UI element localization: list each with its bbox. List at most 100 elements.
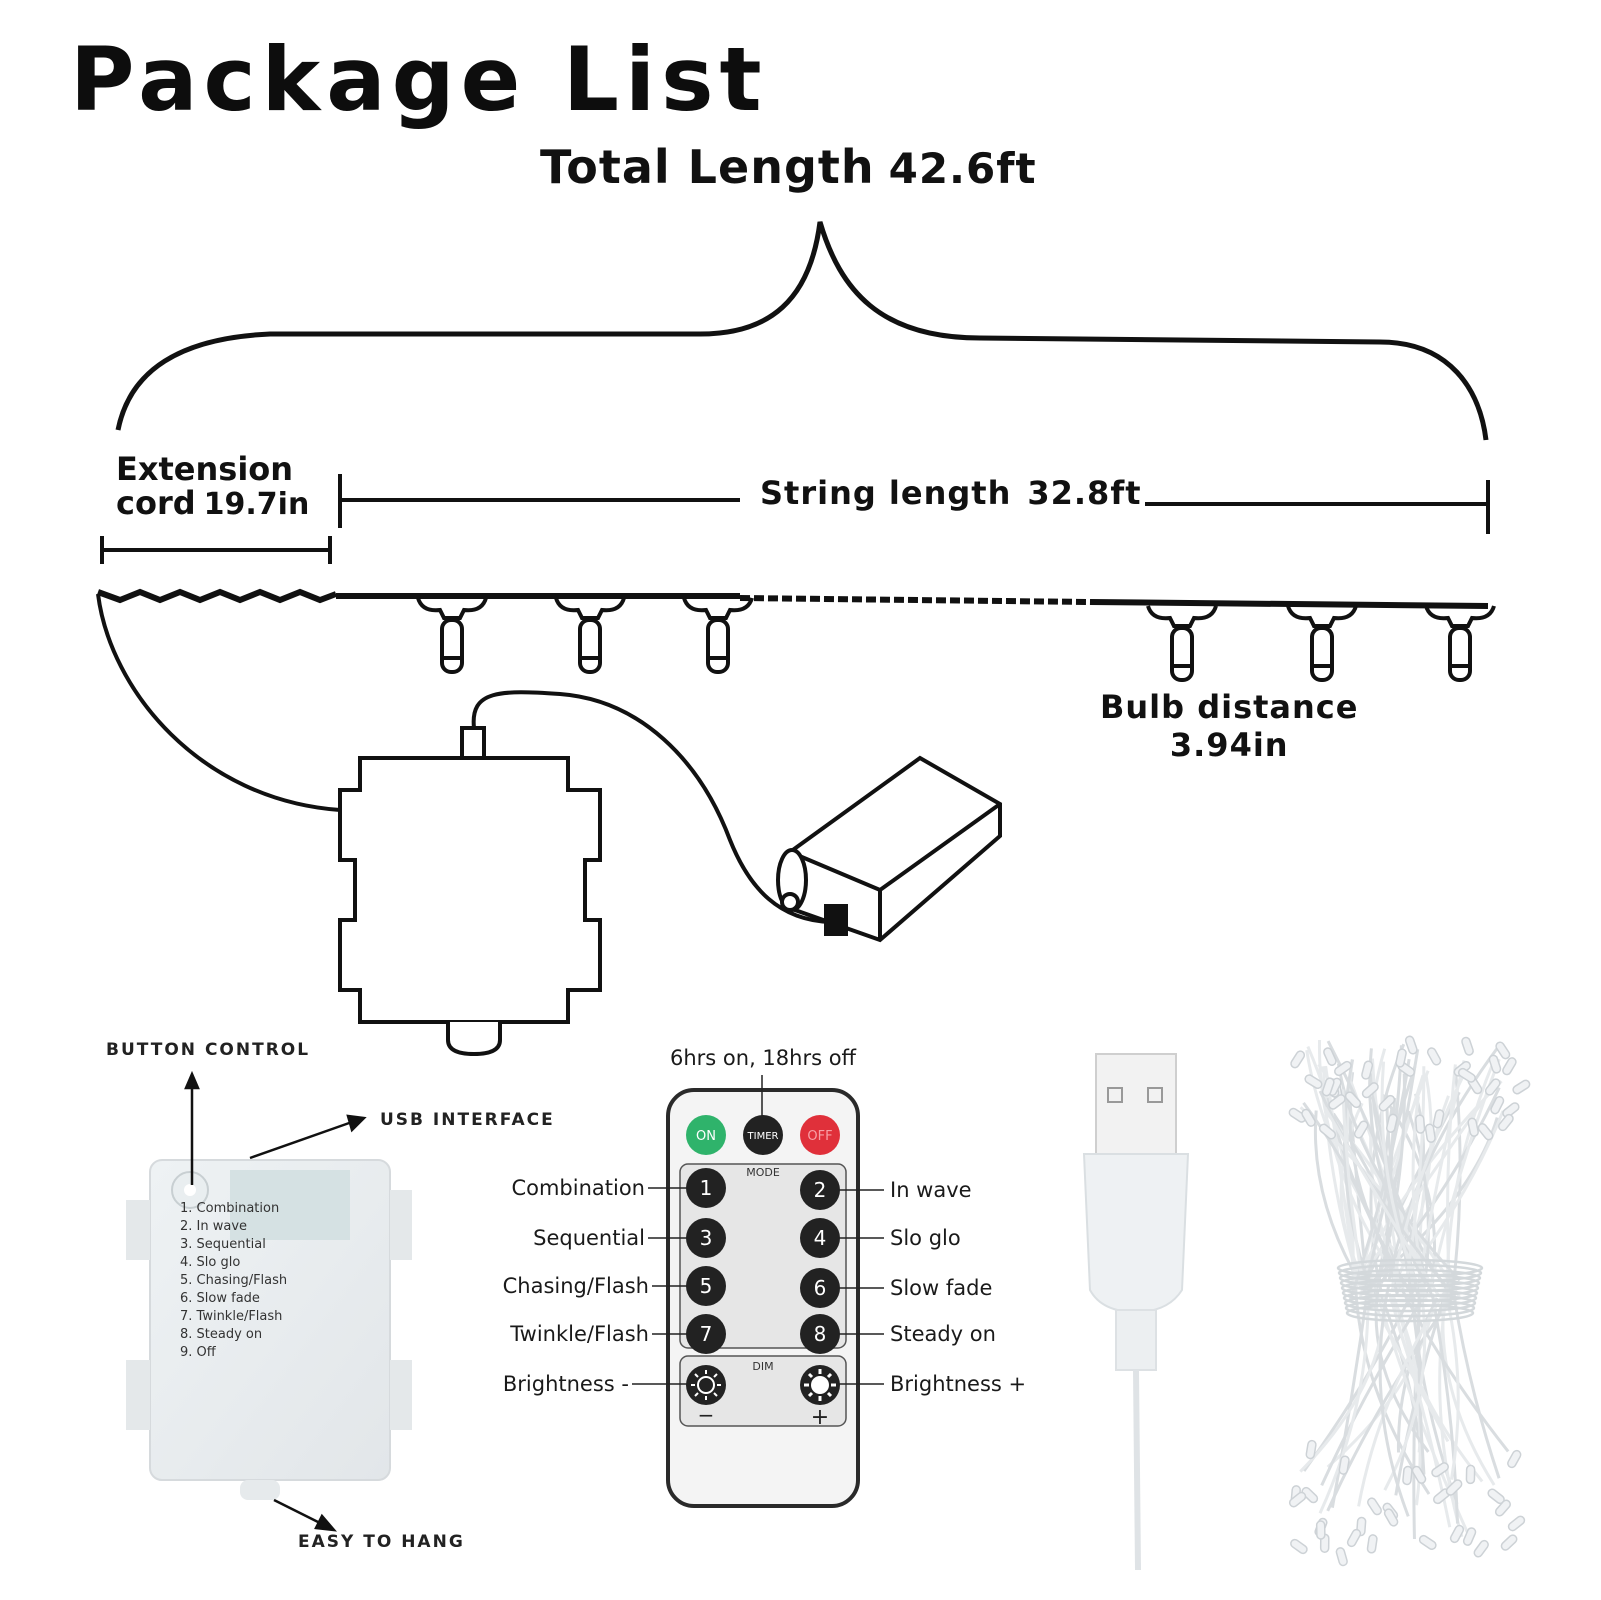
mode-item: 8. Steady on: [180, 1327, 263, 1342]
total-length-value: 42.6ft: [888, 144, 1037, 193]
remote-left-label: Chasing/Flash: [502, 1274, 649, 1298]
wrap-tie: [1344, 1298, 1476, 1318]
remote-key-4[interactable]: 4: [800, 1218, 840, 1258]
on-button[interactable]: [686, 1115, 726, 1155]
mini-bulb: [1500, 1534, 1518, 1551]
light-strand: [1375, 1048, 1420, 1290]
mini-bulb: [1385, 1113, 1398, 1133]
remote-key-3[interactable]: 3: [686, 1218, 726, 1258]
remote-key-2[interactable]: 2: [800, 1170, 840, 1210]
remote-key-6[interactable]: 6: [800, 1268, 840, 1308]
mini-bulb: [1462, 1527, 1477, 1546]
light-strand: [1391, 1066, 1469, 1286]
mode-item: 7. Twinkle/Flash: [180, 1309, 283, 1324]
light-strand: [1394, 1110, 1505, 1291]
string-wire-dashed: [739, 595, 1091, 605]
easy-to-hang-label: EASY TO HANG: [298, 1532, 465, 1552]
usb-interface-label: USB INTERFACE: [380, 1110, 555, 1130]
mini-bulb: [1361, 1060, 1374, 1080]
remote-key-label: 1: [700, 1176, 713, 1200]
brightness-minus-button[interactable]: [686, 1365, 726, 1405]
string-length-dimension: [338, 474, 1490, 534]
string-length-value: 32.8ft: [1027, 474, 1142, 512]
mini-bulb: [1288, 1491, 1307, 1508]
remote-key-5[interactable]: 5: [686, 1266, 726, 1306]
off-button-label: OFF: [807, 1129, 832, 1144]
mini-bulb: [1418, 1534, 1437, 1550]
mini-bulb: [1431, 1462, 1449, 1478]
remote-key-8[interactable]: 8: [800, 1314, 840, 1354]
power-bank-outline: [776, 755, 1002, 943]
usb-plug: [1082, 1053, 1190, 1571]
mini-bulb: [1424, 1123, 1436, 1143]
extension-line2: cord: [116, 484, 196, 522]
brightness-plus-button[interactable]: [800, 1365, 840, 1405]
mini-bulb: [1290, 1538, 1308, 1555]
mini-bulb: [1301, 1108, 1316, 1127]
dim-group-label: DIM: [752, 1360, 773, 1373]
remote-left-label: Sequential: [533, 1226, 645, 1250]
mini-bulb: [1404, 1035, 1418, 1055]
wrap-tie: [1343, 1293, 1477, 1313]
light-strand: [1438, 1284, 1464, 1538]
mode-item: 2. In wave: [180, 1219, 248, 1234]
mini-bulb: [1497, 1113, 1514, 1132]
mini-bulb: [1465, 1464, 1476, 1485]
mini-bulb: [1432, 1109, 1445, 1129]
mini-bulb: [1495, 1041, 1511, 1060]
mini-bulb: [1473, 1539, 1489, 1558]
mini-bulb: [1449, 1524, 1465, 1544]
remote-key-7[interactable]: 7: [686, 1314, 726, 1354]
mini-bulb: [1445, 1479, 1463, 1496]
light-strand: [1404, 1066, 1426, 1282]
bulb: [554, 597, 626, 674]
mini-bulb: [1490, 1095, 1505, 1115]
mini-bulb: [1361, 1082, 1379, 1099]
mode-item: 4. Slo glo: [180, 1255, 241, 1270]
mini-bulb: [1367, 1497, 1382, 1516]
mode-list: 1. Combination 2. In wave 3. Sequential …: [180, 1200, 287, 1362]
mini-bulb: [1502, 1102, 1520, 1118]
mini-bulb: [1315, 1520, 1326, 1540]
light-strand: [1323, 1106, 1441, 1297]
string-wire-end: [1089, 599, 1489, 609]
mode-group-label: MODE: [746, 1166, 780, 1179]
mini-bulb: [1378, 1094, 1396, 1112]
mini-bulb: [1457, 1067, 1476, 1083]
extension-cord-value: 19.7in: [203, 487, 310, 522]
mini-bulb: [1334, 1060, 1352, 1077]
timer-button[interactable]: [743, 1115, 783, 1155]
remote-key-label: 5: [700, 1274, 713, 1298]
minus-sign: −: [698, 1403, 715, 1427]
mode-item: 1. Combination: [180, 1201, 280, 1216]
mini-bulb: [1338, 1455, 1350, 1475]
off-button[interactable]: [800, 1115, 840, 1155]
total-length-text: Total Length: [540, 140, 875, 194]
mini-bulb: [1304, 1074, 1323, 1090]
remote-key-label: 7: [700, 1322, 713, 1346]
mini-bulb: [1346, 1528, 1362, 1548]
remote-key-label: 4: [814, 1226, 827, 1250]
mini-bulb: [1344, 1091, 1362, 1109]
mini-bulb: [1402, 1465, 1413, 1486]
total-length-brace: [115, 221, 1489, 441]
mini-bulb: [1353, 1120, 1369, 1139]
mini-bulb: [1305, 1439, 1317, 1460]
mini-bulb: [1494, 1499, 1511, 1517]
mini-bulb: [1366, 1534, 1378, 1554]
bulb: [416, 597, 488, 674]
remote-left-label: Brightness -: [502, 1372, 629, 1396]
plus-sign: +: [811, 1405, 829, 1430]
bulb-distance-label: Bulb distance 3.94in: [1100, 688, 1358, 764]
mini-bulb: [1290, 1050, 1306, 1069]
coiled-lights: [1288, 1035, 1531, 1567]
bulbs: [416, 597, 1496, 682]
wrap-tie: [1345, 1303, 1475, 1323]
remote-key-1[interactable]: 1: [686, 1168, 726, 1208]
mini-bulb: [1507, 1449, 1522, 1469]
timer-note: 6hrs on, 18hrs off: [670, 1046, 857, 1070]
mini-bulb: [1301, 1486, 1319, 1504]
